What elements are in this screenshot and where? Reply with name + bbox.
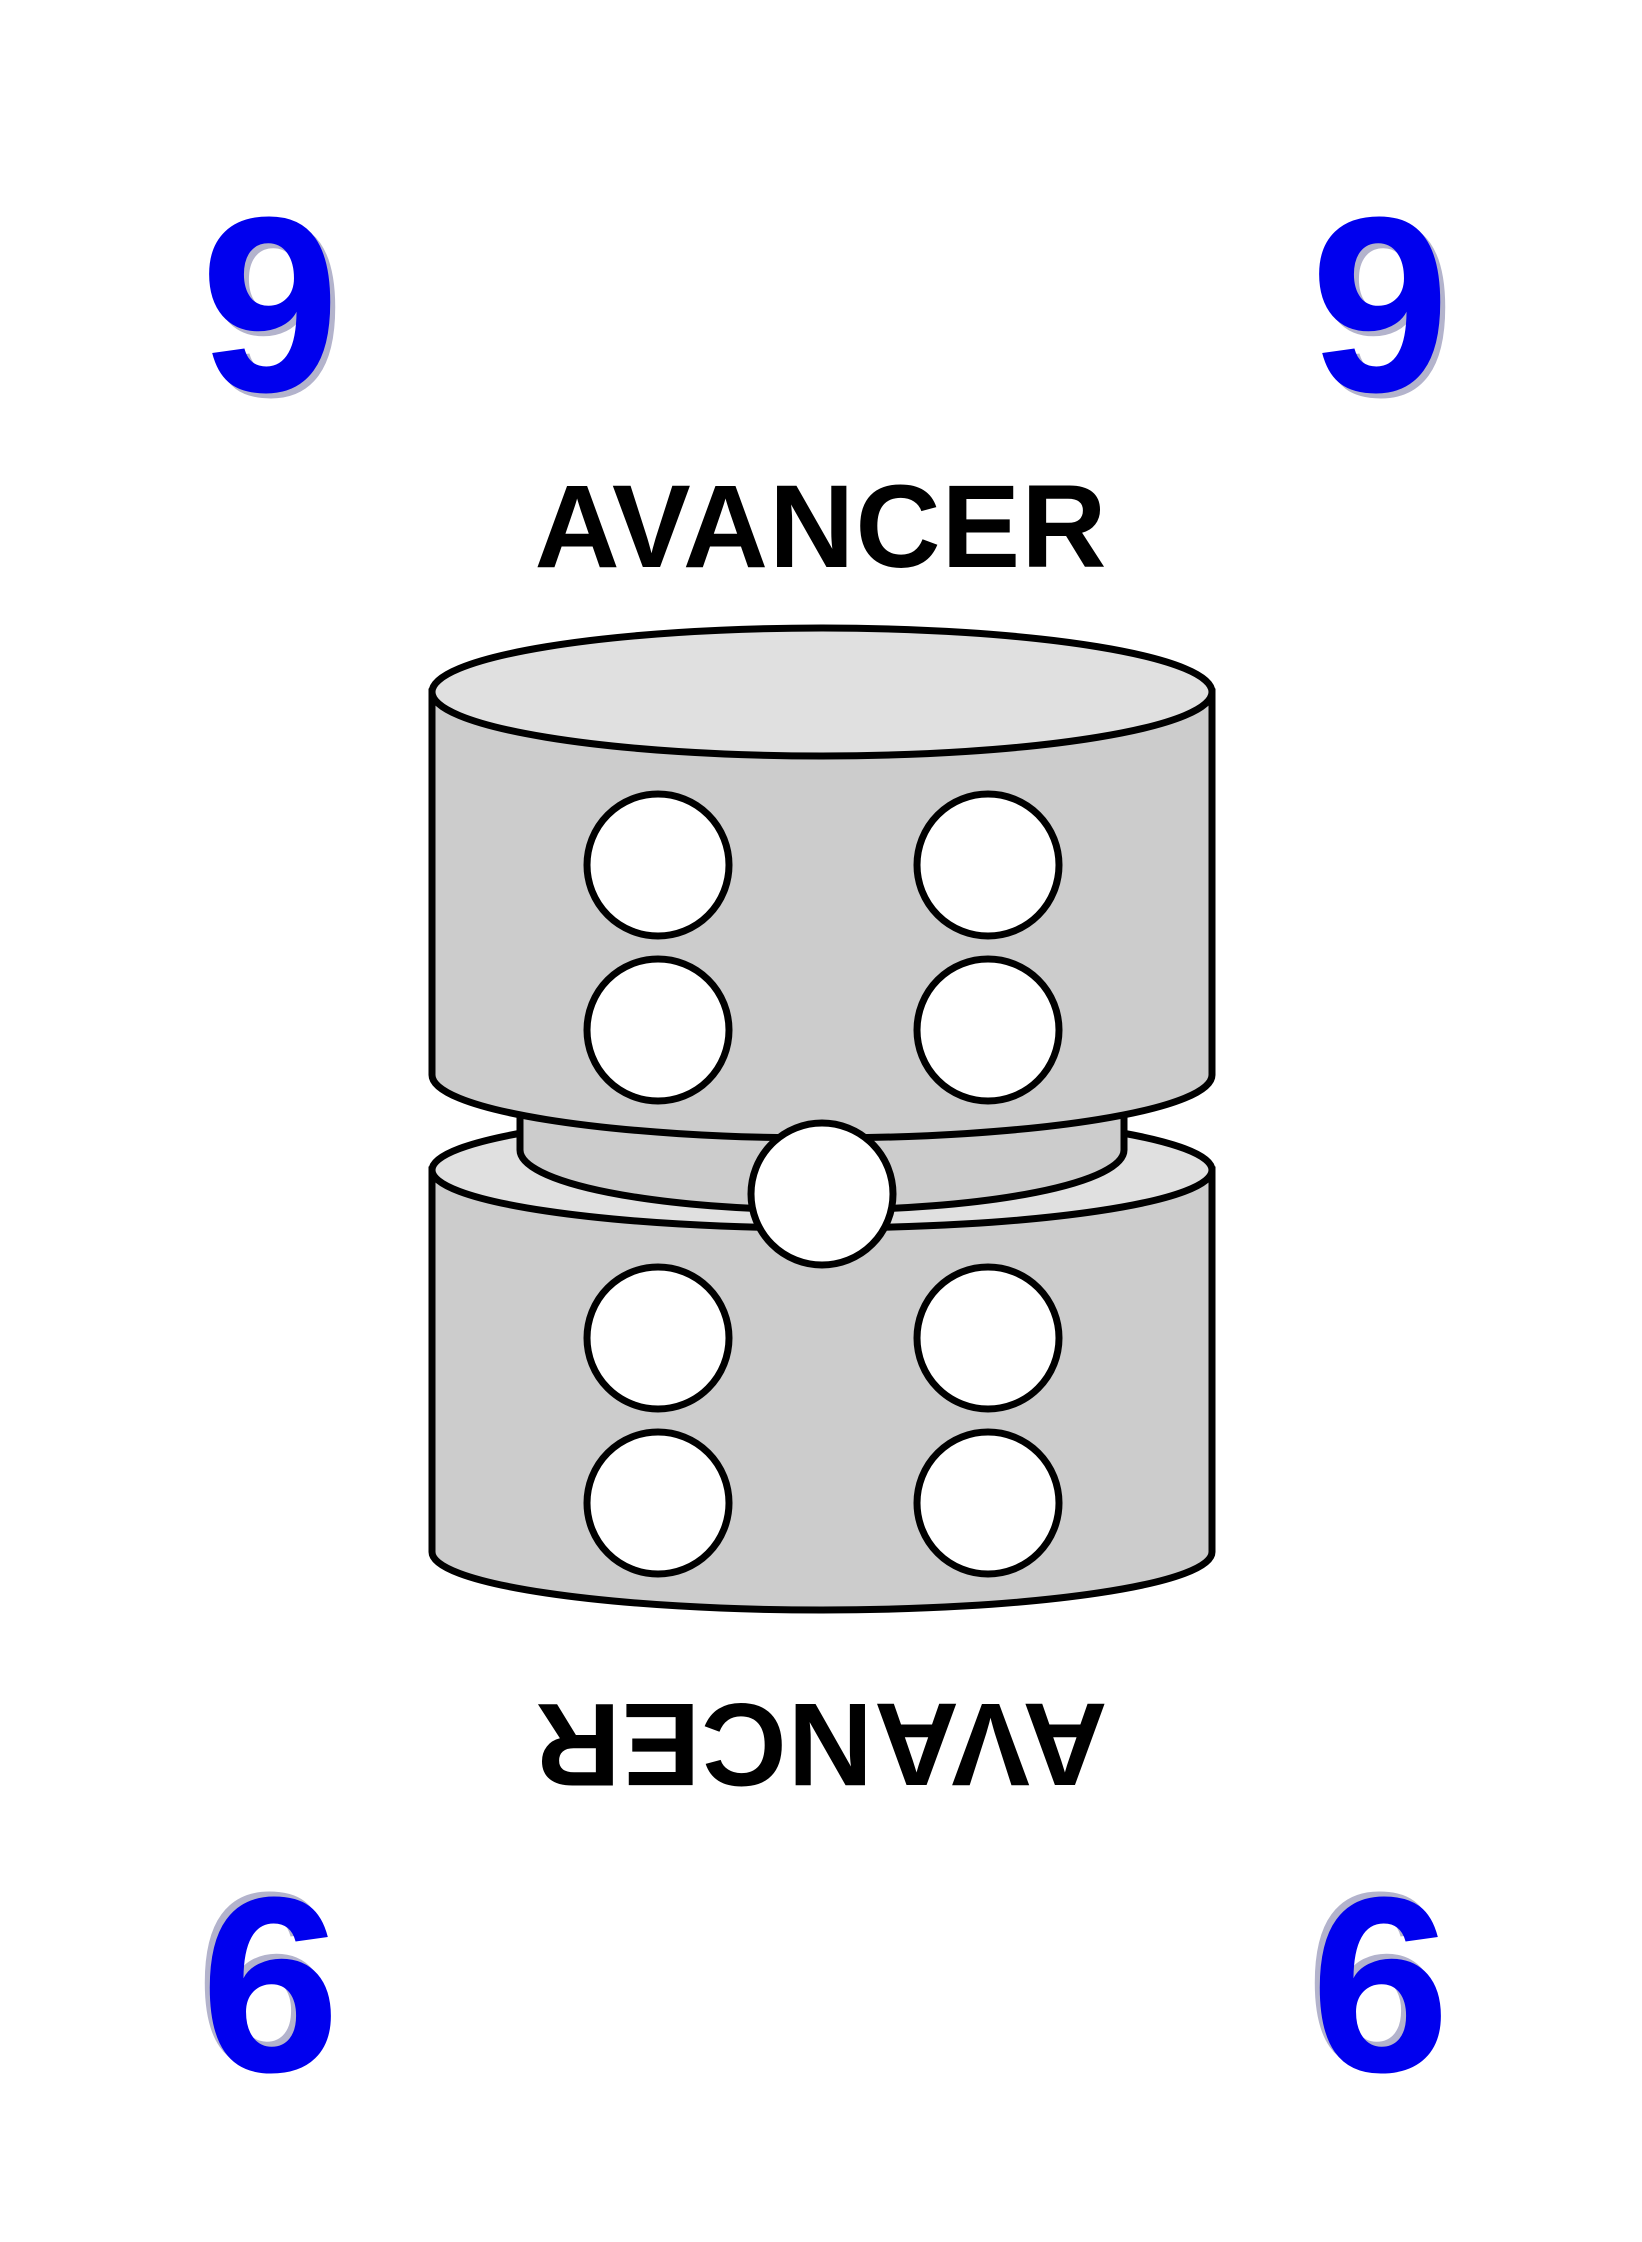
- top-die-pip: [583, 955, 733, 1105]
- card-action-top: AVANCER: [534, 461, 1108, 593]
- bottom-die-pip: [583, 1428, 733, 1578]
- card-value-top-right: 9: [1310, 165, 1450, 444]
- card-value-top-left: 9: [200, 165, 340, 444]
- bottom-die-pip: [583, 1263, 733, 1413]
- center-pip: [747, 1119, 897, 1269]
- top-die-pip: [583, 790, 733, 940]
- top-die-pip: [913, 955, 1063, 1105]
- bottom-die-pip: [913, 1263, 1063, 1413]
- top-die-top-face: [428, 624, 1216, 760]
- top-die-pip: [913, 790, 1063, 940]
- bottom-die-pip: [913, 1428, 1063, 1578]
